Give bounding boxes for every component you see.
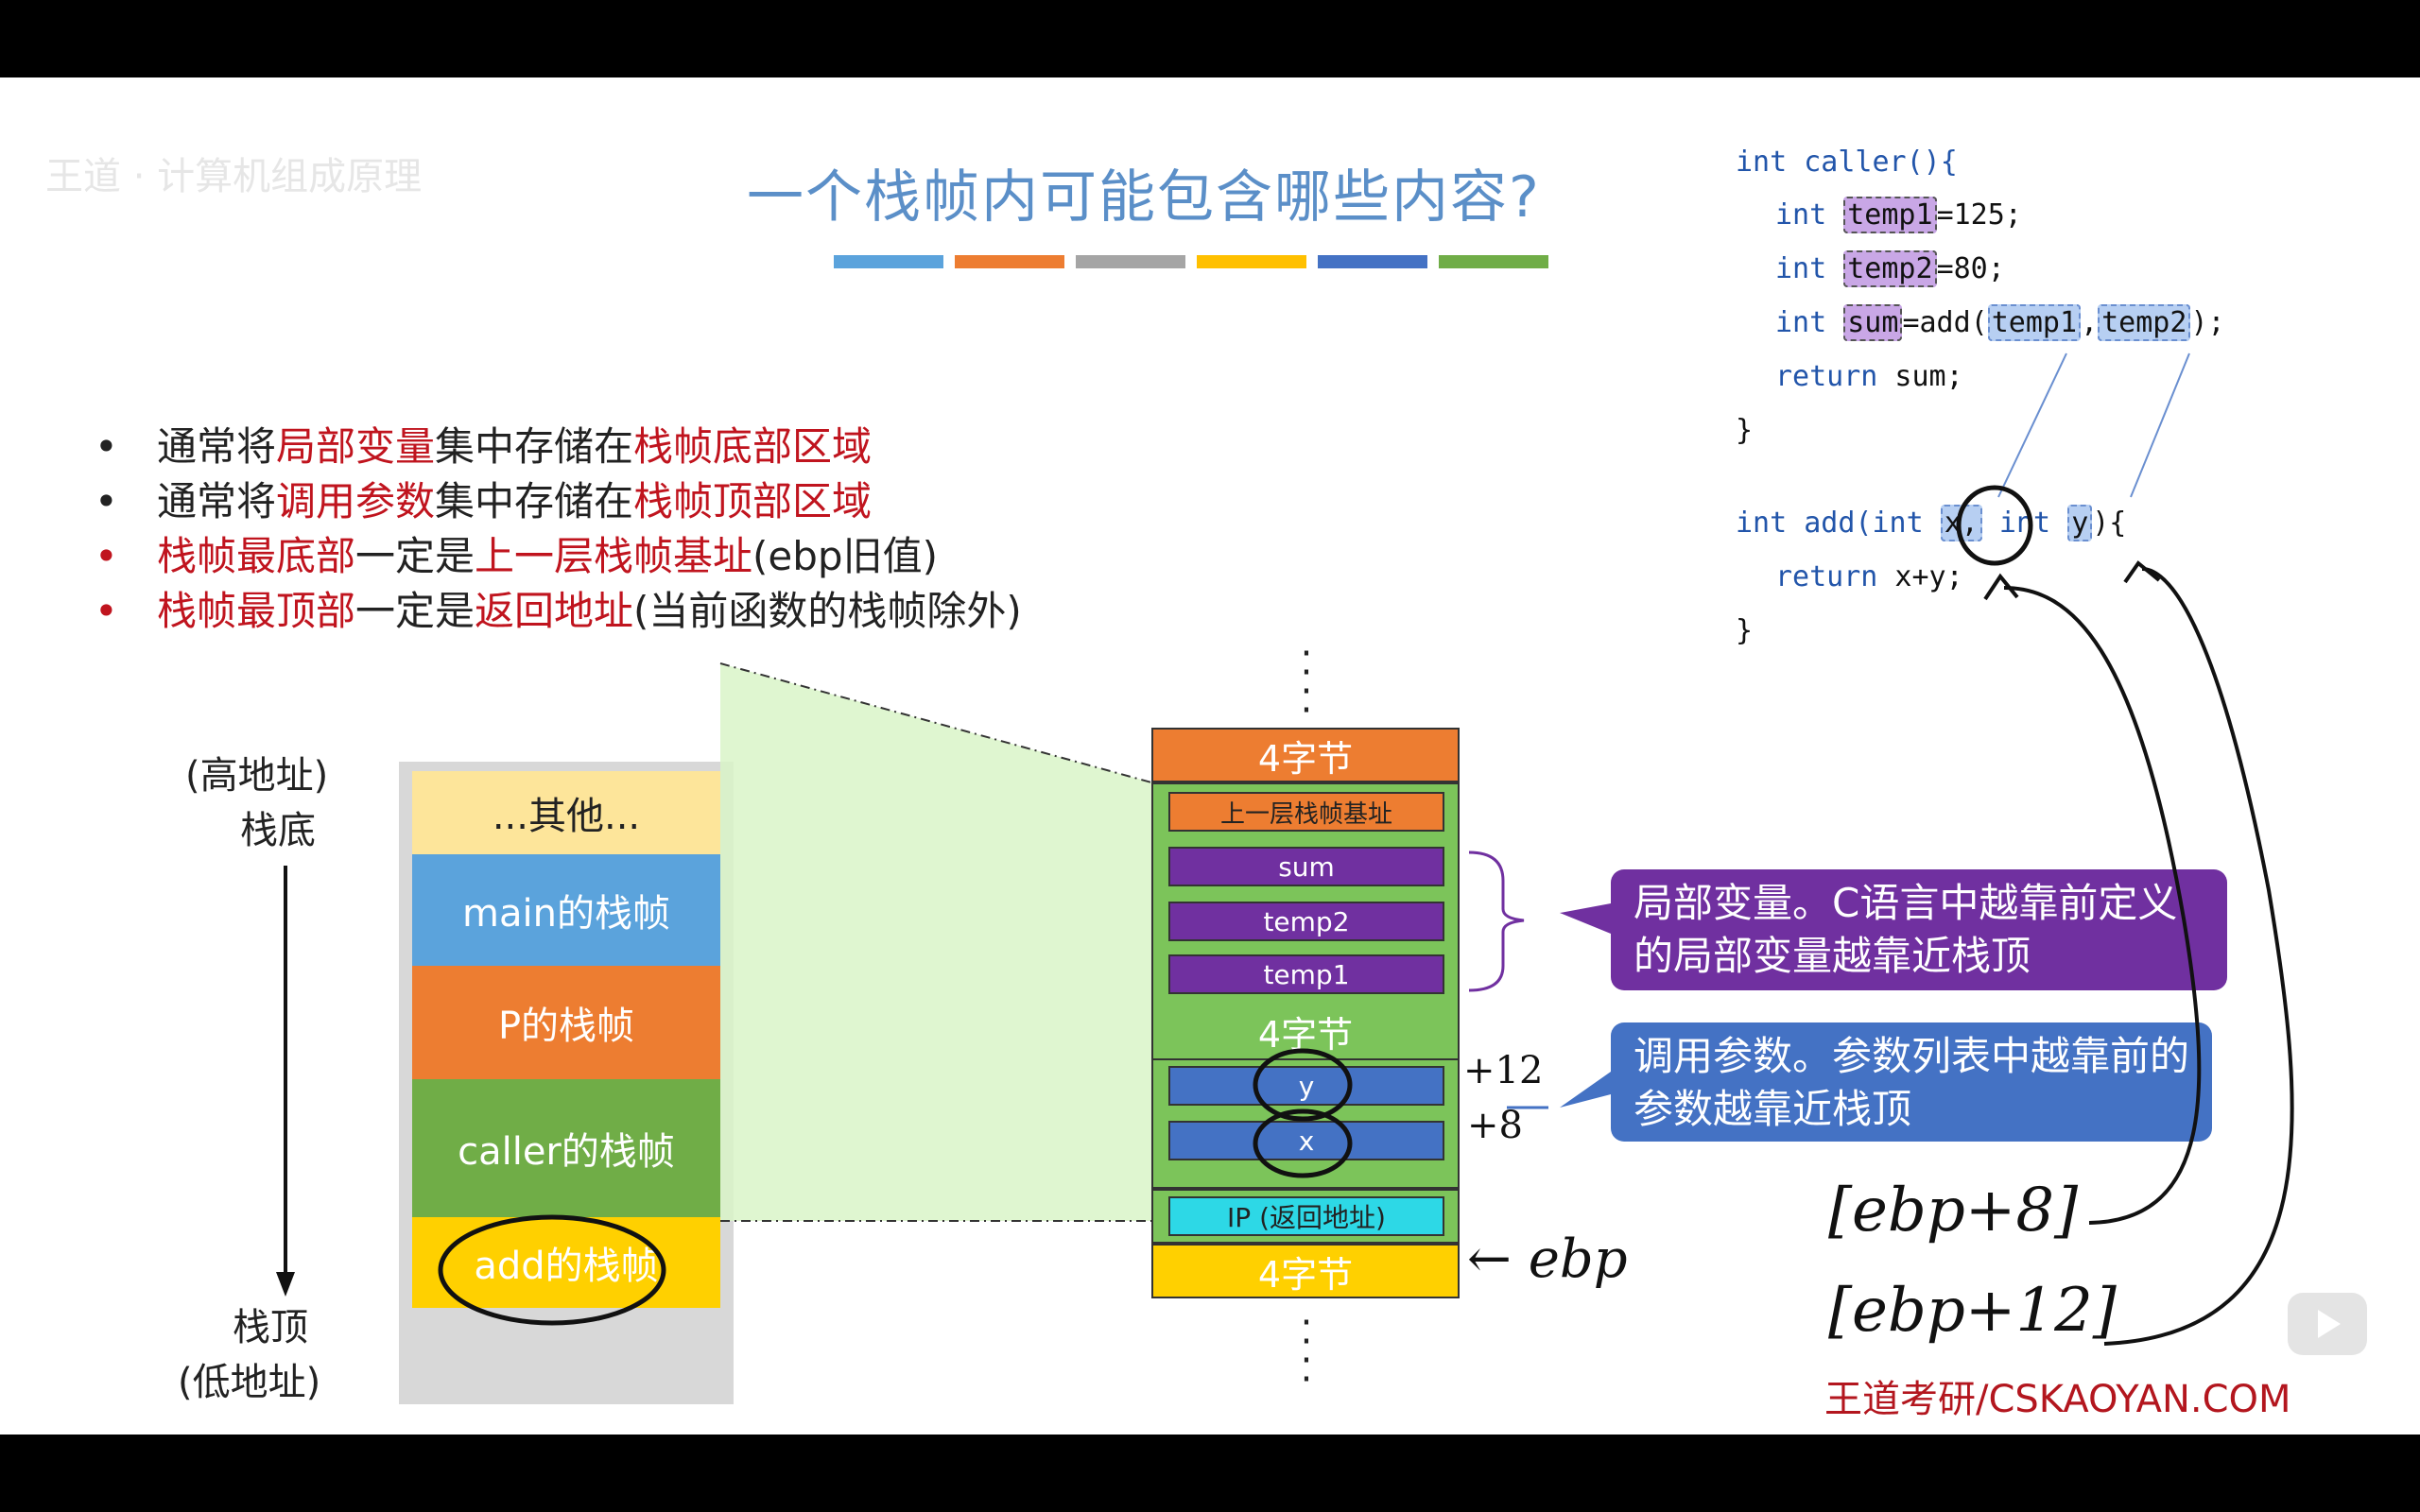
circle-x xyxy=(1253,1108,1353,1178)
hand-arrow-ebp8 xyxy=(2003,586,2202,1225)
brand-watermark: 王道考研/CSKAOYAN.COM xyxy=(1824,1378,2291,1421)
bullet-text: (ebp旧值) xyxy=(752,533,938,579)
brace-local xyxy=(1468,850,1525,992)
color-bar-segment xyxy=(1439,255,1548,268)
low-address-label: (低地址) xyxy=(178,1361,321,1404)
bullet-item: • 栈帧最顶部一定是返回地址(当前函数的栈帧除外) xyxy=(95,584,1022,639)
hand-arrow-ebp12 xyxy=(2103,567,2294,1346)
bullet-text: 集中存储在 xyxy=(435,423,634,470)
bullet-text: (当前函数的栈帧除外) xyxy=(633,588,1022,634)
circle-add-frame xyxy=(438,1214,666,1326)
color-bar-segment xyxy=(1318,255,1427,268)
bullet-text: 调用参数 xyxy=(276,478,436,524)
bullet-text: 栈帧底部区域 xyxy=(633,423,873,470)
block-main-frame: main的栈帧 xyxy=(412,854,720,966)
code-line-6: } xyxy=(1736,414,1754,447)
circle-x-param xyxy=(1956,485,2033,566)
play-icon xyxy=(2318,1310,2341,1338)
callout-tail-params xyxy=(1560,1072,1611,1108)
block-others: ...其他... xyxy=(412,771,720,854)
block-add-frame: add的栈帧 xyxy=(412,1217,720,1308)
color-bar-segment xyxy=(1197,255,1306,268)
bullet-dot: • xyxy=(95,423,118,470)
frame-sum: sum xyxy=(1168,847,1444,886)
code-line-4: int sum=add(temp1,temp2); xyxy=(1775,304,2225,341)
arrow-temp2-y xyxy=(2130,352,2190,498)
bullet-text: 一定是 xyxy=(355,588,475,634)
block-caller-frame: caller的栈帧 xyxy=(412,1079,720,1217)
code-line-2: int temp1=125; xyxy=(1775,197,2022,233)
color-bar-segment xyxy=(955,255,1064,268)
var-sum: sum xyxy=(1843,304,1903,341)
arg-temp2: temp2 xyxy=(2098,304,2191,341)
circle-y xyxy=(1253,1048,1353,1122)
frame-temp2: temp2 xyxy=(1168,902,1444,941)
color-bar-segment xyxy=(834,255,943,268)
stack-bottom-label: 栈底 xyxy=(240,809,316,852)
bullet-text: 通常将 xyxy=(157,423,277,470)
bullet-dot: • xyxy=(95,533,118,579)
block-p-frame: P的栈帧 xyxy=(412,966,720,1079)
param-y: y xyxy=(2067,505,2093,541)
annotation-overlay xyxy=(276,352,2294,1346)
bullet-item: • 栈帧最底部一定是上一层栈帧基址(ebp旧值) xyxy=(95,529,1022,584)
var-temp2: temp2 xyxy=(1843,250,1937,287)
arrow-temp1-x xyxy=(1997,352,2067,498)
arrowhead-y xyxy=(2123,560,2161,584)
color-bar-segment xyxy=(1076,255,1185,268)
frame-top-4bytes: 4字节 xyxy=(1151,728,1460,782)
bullet-text: 上一层栈帧基址 xyxy=(475,533,753,579)
stack-top-label: 栈顶 xyxy=(233,1306,308,1349)
code-line-5: return sum; xyxy=(1775,360,1963,393)
bullet-item: • 通常将调用参数集中存储在栈帧顶部区域 xyxy=(95,474,1022,529)
bullet-dot: • xyxy=(95,588,118,634)
hand-ebp-plus-8: [ebp+8] xyxy=(1828,1176,2079,1246)
frame-return-address: IP (返回地址) xyxy=(1168,1196,1444,1236)
bullet-text: 一定是 xyxy=(355,533,475,579)
frame-x: x xyxy=(1168,1121,1444,1160)
arrow-head xyxy=(276,1272,295,1297)
bullet-list: •通常将局部变量集中存储在栈帧底部区域•通常将调用参数集中存储在栈帧顶部区域•栈… xyxy=(95,420,1022,639)
stack-column: ...其他... main的栈帧 P的栈帧 caller的栈帧 add的栈帧 xyxy=(399,762,734,1404)
code-line-3: int temp2=80; xyxy=(1775,250,2005,287)
frame-y: y xyxy=(1168,1066,1444,1106)
hand-plus12: +12 xyxy=(1463,1049,1544,1092)
hand-ebp: ← ebp xyxy=(1467,1228,1628,1290)
bullet-text: 返回地址 xyxy=(475,588,634,634)
code-line-8: return x+y; xyxy=(1775,560,1963,593)
frame-temp1: temp1 xyxy=(1168,954,1444,994)
arg-temp1: temp1 xyxy=(1987,304,2082,341)
slide-title: 一个栈帧内可能包含哪些内容? xyxy=(747,164,1541,231)
zoom-area xyxy=(720,663,1151,1221)
var-temp1: temp1 xyxy=(1843,197,1937,233)
arrowhead-x xyxy=(1983,573,2019,601)
bullet-text: 栈帧最底部 xyxy=(157,533,356,579)
code-line-9: } xyxy=(1736,614,1754,647)
bullet-dot: • xyxy=(95,478,118,524)
faded-watermark: 王道 · 计算机组成原理 xyxy=(45,155,423,198)
bullet-text: 栈帧顶部区域 xyxy=(633,478,873,524)
bullet-text: 通常将 xyxy=(157,478,277,524)
high-address-label: (高地址) xyxy=(185,754,329,798)
bullet-text: 局部变量 xyxy=(276,423,436,470)
callout-params: 调用参数。参数列表中越靠前的参数越靠近栈顶 xyxy=(1611,1022,2212,1142)
slide: 王道 · 计算机组成原理 一个栈帧内可能包含哪些内容? •通常将局部变量集中存储… xyxy=(0,77,2420,1435)
bullet-text: 集中存储在 xyxy=(435,478,634,524)
callout-tail-local xyxy=(1560,903,1611,934)
bullet-text: 栈帧最顶部 xyxy=(157,588,356,634)
callout-local-vars: 局部变量。C语言中越靠前定义的局部变量越靠近栈顶 xyxy=(1611,869,2227,990)
frame-bottom-4bytes: 4字节 xyxy=(1151,1244,1460,1298)
hand-plus8: +8 xyxy=(1467,1104,1523,1147)
code-line-1: int caller(){ xyxy=(1736,146,1958,179)
frame-mid-4bytes: 4字节 xyxy=(1257,1013,1354,1056)
play-button[interactable] xyxy=(2288,1293,2367,1355)
bullet-item: • 通常将局部变量集中存储在栈帧底部区域 xyxy=(95,420,1022,474)
zoom-line-top xyxy=(719,662,1152,783)
frame-old-ebp: 上一层栈帧基址 xyxy=(1168,792,1444,832)
hand-ebp-plus-12: [ebp+12] xyxy=(1828,1276,2117,1346)
